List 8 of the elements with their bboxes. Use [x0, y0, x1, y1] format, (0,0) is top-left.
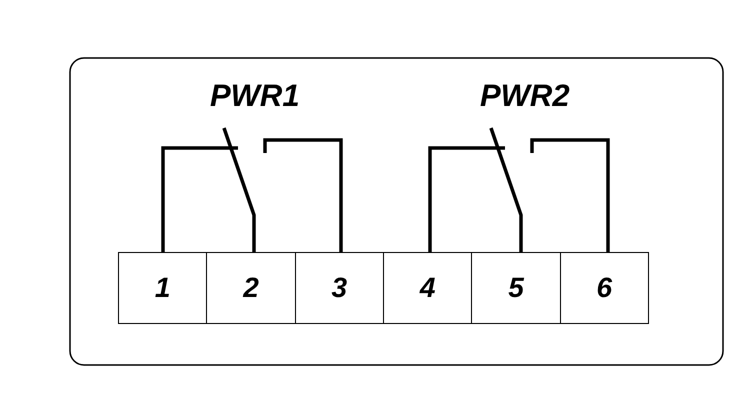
- terminal-number: 4: [383, 252, 472, 324]
- relay-label: PWR2: [480, 78, 570, 114]
- terminal-number: 5: [471, 252, 561, 324]
- terminal-number: 1: [118, 252, 208, 324]
- terminal-number: 6: [560, 252, 649, 324]
- terminal-number: 2: [206, 252, 296, 324]
- terminal-number: 3: [294, 252, 384, 324]
- relay-label: PWR1: [210, 78, 300, 114]
